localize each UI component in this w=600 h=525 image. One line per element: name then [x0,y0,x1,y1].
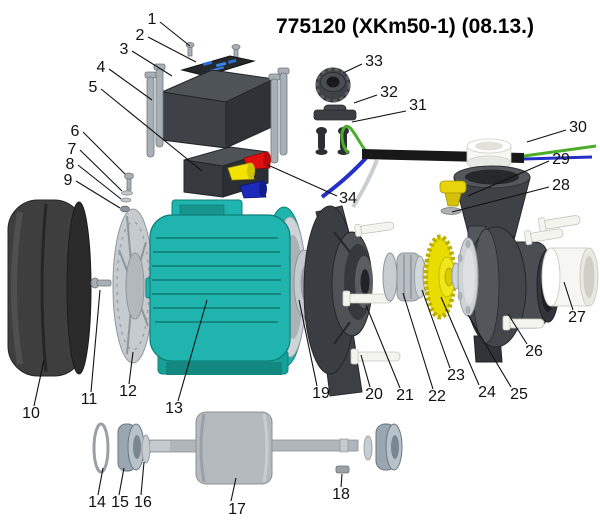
part-label-16: 16 [134,494,152,511]
part-label-4: 4 [97,59,106,76]
nameplate [180,55,256,77]
fastener-screw [124,172,134,191]
part-label-25: 25 [510,386,528,403]
impeller [423,234,457,320]
shaft-key [335,465,350,474]
part-label-12: 12 [119,383,137,400]
leader-lines [33,21,574,502]
part-label-1: 1 [148,11,157,28]
cable-clamp [313,104,357,121]
washer-spring [120,197,132,203]
shaft-washer-left [141,434,151,464]
part-label-6: 6 [71,123,80,140]
part-label-23: 23 [447,367,465,384]
part-label-21: 21 [396,387,414,404]
part-label-8: 8 [66,156,75,173]
gasket-plate [457,237,479,317]
front-bearing-loose [375,423,403,471]
fan-screw [90,277,112,289]
fan-cover [7,199,92,377]
diagram-title: 775120 (XKm50-1) (08.13.) [276,15,534,38]
part-label-30: 30 [569,119,587,136]
part-label-34: 34 [339,190,357,207]
part-label-3: 3 [120,41,129,58]
part-label-22: 22 [428,388,446,405]
part-label-26: 26 [525,343,543,360]
shaft-washer-right [363,435,373,461]
part-label-27: 27 [568,309,586,326]
part-label-10: 10 [22,405,40,422]
motor-body [145,199,307,375]
part-label-13: 13 [165,400,183,417]
part-label-17: 17 [228,501,246,518]
motor-bracket [303,205,373,397]
part-label-14: 14 [88,494,106,511]
part-label-19: 19 [312,385,330,402]
lead-wire-grey [351,159,379,209]
wire-connector-blue [239,180,267,199]
nut [120,205,130,213]
part-label-33: 33 [365,53,383,70]
cable-gland-nut [315,67,351,103]
shaft-circlip [92,422,110,474]
cable-end-green-yellow [523,144,597,158]
rear-bearing [117,423,145,472]
part-label-20: 20 [365,386,383,403]
clamp-screws [315,127,350,155]
wire-connector-yellow [227,162,255,181]
part-label-32: 32 [380,84,398,101]
part-label-11: 11 [81,391,98,408]
part-label-15: 15 [111,494,129,511]
part-label-29: 29 [552,151,570,168]
part-label-24: 24 [478,384,496,401]
cover-bolts [144,63,290,164]
part-label-7: 7 [68,141,77,158]
priming-plug-ring [466,138,512,171]
cable-end-blue [523,155,593,161]
part-label-28: 28 [552,177,570,194]
washer-flat [121,190,133,196]
part-labels: 1 2 3 4 5 6 7 8 9 10 11 12 13 14 15 16 1… [22,11,587,518]
rotor-shaft [149,411,359,485]
drain-plug [439,180,467,215]
part-label-9: 9 [64,172,73,189]
part-label-2: 2 [136,27,145,44]
cover-screws [185,42,241,59]
lead-wire-blue [320,156,368,199]
mechanical-seal [382,252,426,302]
union-ring [541,247,599,307]
part-label-31: 31 [409,97,427,114]
part-label-18: 18 [332,486,350,503]
ground-wire-green [340,124,368,154]
terminal-box-cover [160,69,276,149]
part-label-5: 5 [89,79,98,96]
casing-studs [502,215,581,331]
